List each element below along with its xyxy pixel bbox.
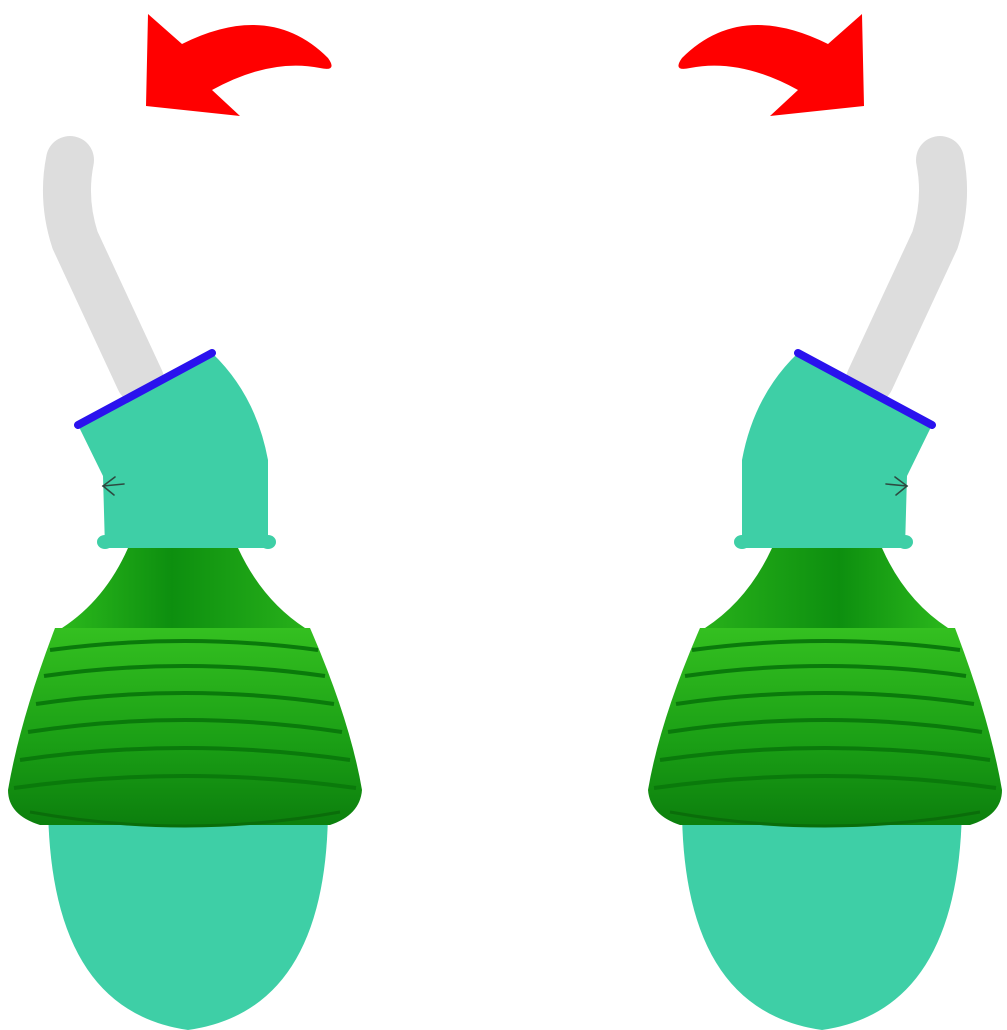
curved-arrow-cw-icon (678, 14, 864, 116)
curved-arrow-ccw-icon (146, 14, 332, 116)
device-left (8, 160, 362, 1030)
device-right (648, 160, 1002, 1030)
figure-right (648, 14, 1002, 1030)
figure-left (8, 14, 362, 1030)
